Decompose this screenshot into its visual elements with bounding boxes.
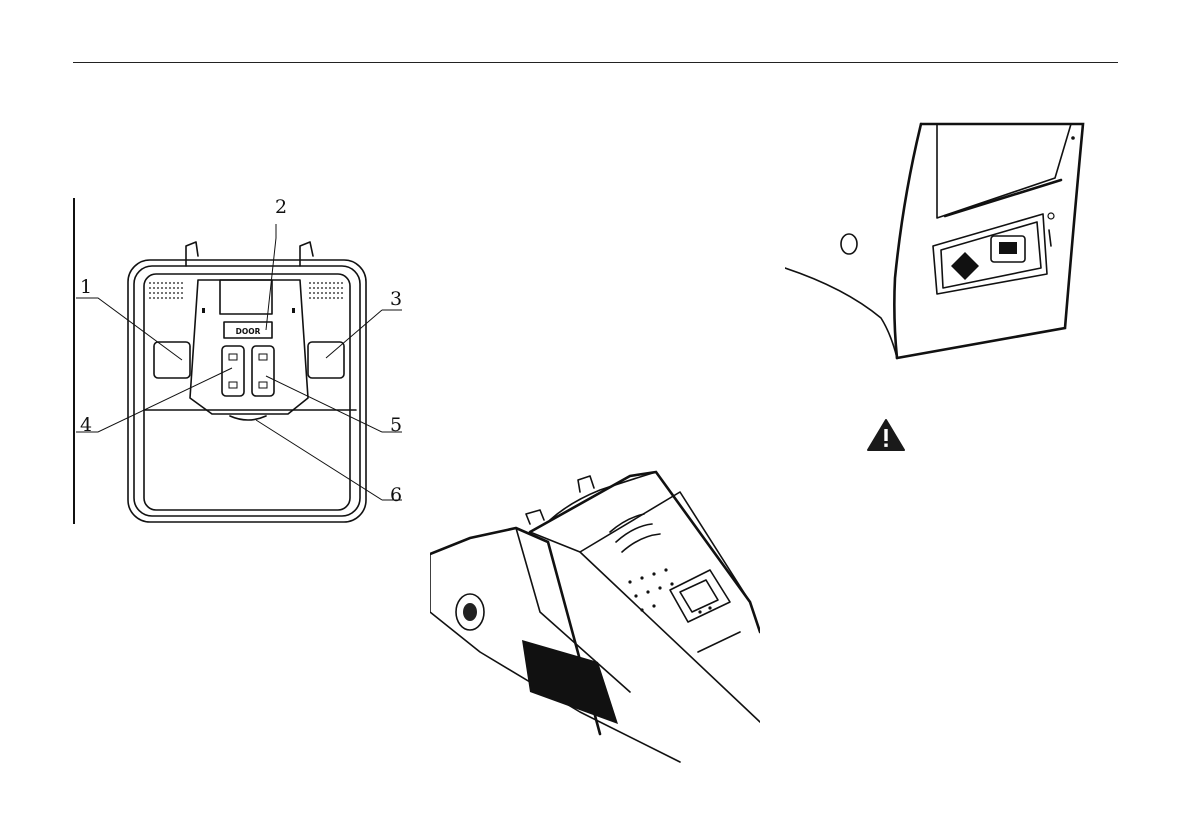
callout-3: 3 [390, 290, 402, 309]
callout-4: 4 [80, 416, 92, 435]
side-switch-figure [785, 118, 1095, 368]
overhead-console-drawing: DOOR [70, 188, 410, 533]
center-console-figure [430, 462, 760, 766]
callout-5: 5 [390, 416, 402, 435]
overhead-console-figure: DOOR 1 2 3 4 5 6 [70, 188, 410, 533]
callout-2: 2 [275, 198, 287, 217]
warning-icon [866, 418, 906, 452]
side-switch-drawing [785, 118, 1095, 368]
header-rule [73, 62, 1118, 63]
callout-1: 1 [80, 278, 92, 297]
door-button-label: DOOR [236, 327, 261, 336]
center-console-drawing [430, 462, 760, 766]
callout-6: 6 [390, 486, 402, 505]
